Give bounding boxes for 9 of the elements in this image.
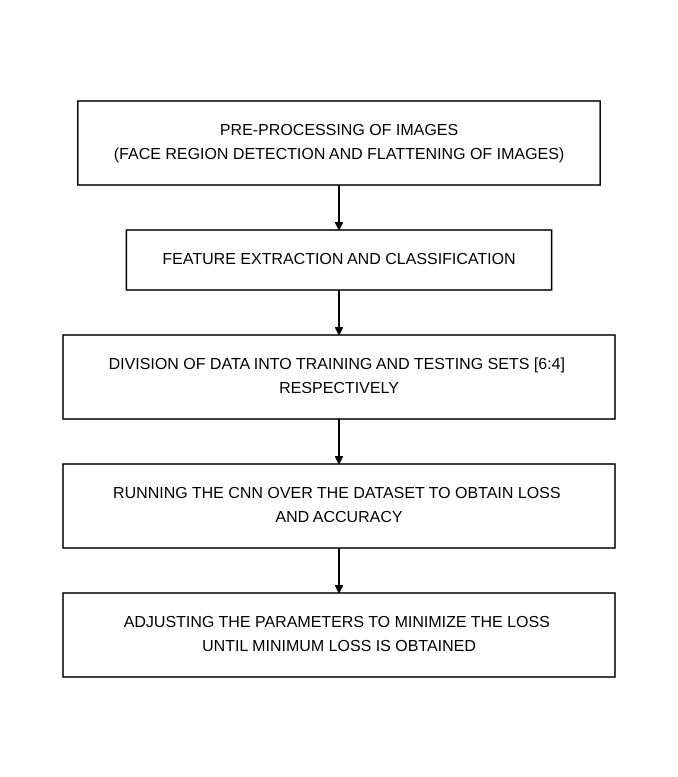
arrow [334, 418, 344, 464]
arrow [334, 290, 344, 335]
node-box: RUNNING THE CNN OVER THE DATASET TO OBTAIN LOSS AND ACCURACY [62, 462, 616, 548]
node-box: PRE-PROCESSING OF IMAGES (FACE REGION DETECTION AND FLATTENING OF IMAGES) [77, 100, 601, 186]
node-box: DIVISION OF DATA INTO TRAINING AND TESTING SETS [6:4] RESPECTIVELY [62, 334, 616, 420]
node-box: FEATURE EXTRACTION AND CLASSIFICATION [126, 228, 552, 290]
arrow [334, 548, 344, 593]
arrow [334, 184, 344, 230]
node-box: ADJUSTING THE PARAMETERS TO MINIMIZE THE LOSS UNTIL MINIMUM LOSS IS OBTAINED [62, 592, 616, 678]
